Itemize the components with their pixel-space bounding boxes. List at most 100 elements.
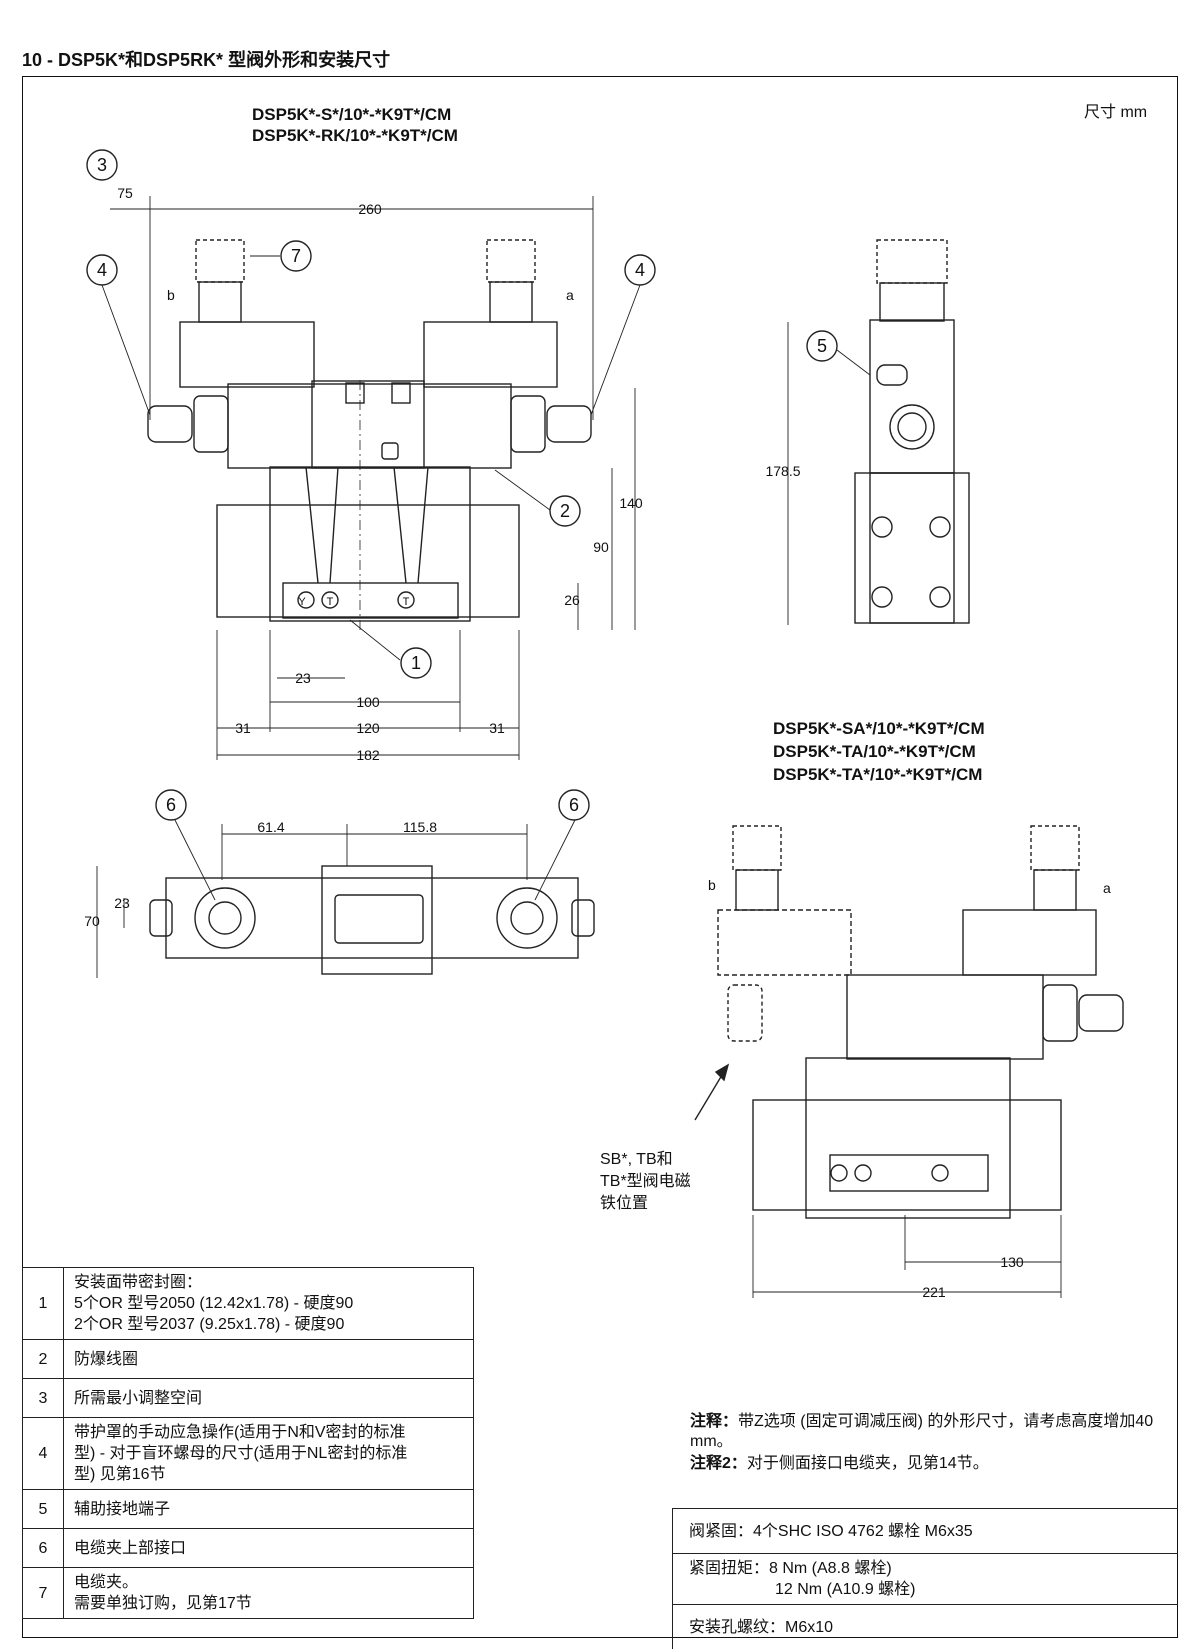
valve-body-left-block bbox=[217, 505, 519, 617]
port-t-1: T bbox=[327, 596, 334, 608]
callout-6-left: 6 bbox=[166, 795, 176, 815]
dim-26: 26 bbox=[564, 592, 580, 608]
model-top-2: DSP5K*-RK/10*-*K9T*/CM bbox=[252, 126, 458, 145]
model-top-1: DSP5K*-S*/10*-*K9T*/CM bbox=[252, 105, 451, 124]
spec-row-1: 阀紧固：4个SHC ISO 4762 螺栓 M6x35 bbox=[673, 1509, 1179, 1554]
front-view bbox=[148, 240, 591, 630]
dim-100: 100 bbox=[356, 694, 380, 710]
spec-line: 12 Nm (A10.9 螺栓) bbox=[689, 1579, 1162, 1600]
model-right-3: DSP5K*-TA*/10*-*K9T*/CM bbox=[773, 765, 982, 784]
legend-row-5: 5 辅助接地端子 bbox=[23, 1490, 474, 1529]
legend-num: 3 bbox=[23, 1379, 64, 1418]
model-right-2: DSP5K*-TA/10*-*K9T*/CM bbox=[773, 742, 976, 761]
legend-text: 安装面带密封圈： 5个OR 型号2050 (12.42x1.78) - 硬度90… bbox=[64, 1268, 474, 1340]
spec-line: 紧固扭矩：8 Nm (A8.8 螺栓) bbox=[689, 1558, 1162, 1579]
note-2-label: 注释2： bbox=[690, 1455, 747, 1472]
notes-block: 注释：带Z选项 (固定可调减压阀) 的外形尺寸，请考虑高度增加40 mm。 注释… bbox=[690, 1412, 1160, 1476]
dim-130: 130 bbox=[1000, 1254, 1024, 1270]
callout-4-left: 4 bbox=[97, 260, 107, 280]
legend-text: 电缆夹上部接口 bbox=[64, 1529, 474, 1568]
unit-note: 尺寸 mm bbox=[1084, 103, 1147, 121]
callout-4-right: 4 bbox=[635, 260, 645, 280]
solenoid-left bbox=[180, 322, 314, 387]
solenoid-right bbox=[424, 322, 557, 387]
dim-221: 221 bbox=[922, 1284, 946, 1300]
legend-line: 所需最小调整空间 bbox=[74, 1388, 463, 1409]
legend-row-6: 6 电缆夹上部接口 bbox=[23, 1529, 474, 1568]
right-view bbox=[695, 826, 1123, 1218]
note-2-text: 对于侧面接口电缆夹，见第14节。 bbox=[747, 1455, 989, 1472]
legend-line: 辅助接地端子 bbox=[74, 1499, 463, 1520]
dim-182: 182 bbox=[356, 747, 380, 763]
legend-text: 辅助接地端子 bbox=[64, 1490, 474, 1529]
solenoid-note-1: SB*, TB和 bbox=[600, 1150, 673, 1168]
dim-140: 140 bbox=[619, 495, 643, 511]
legend-line: 需要单独订购，见第17节 bbox=[74, 1593, 463, 1614]
legend-num: 5 bbox=[23, 1490, 64, 1529]
dim-75: 75 bbox=[117, 185, 133, 201]
callout-5: 5 bbox=[817, 336, 827, 356]
right-view-pilot bbox=[847, 975, 1043, 1059]
side-label-a-right: a bbox=[1103, 880, 1111, 896]
legend-num: 1 bbox=[23, 1268, 64, 1340]
dim-115-8: 115.8 bbox=[403, 819, 437, 835]
legend-row-1: 1 安装面带密封圈： 5个OR 型号2050 (12.42x1.78) - 硬度… bbox=[23, 1268, 474, 1340]
dim-31-right: 31 bbox=[489, 720, 505, 736]
port-y: Y bbox=[298, 596, 306, 608]
model-right-1: DSP5K*-SA*/10*-*K9T*/CM bbox=[773, 719, 985, 738]
callout-1: 1 bbox=[411, 653, 421, 673]
dim-70: 70 bbox=[84, 913, 100, 929]
legend-text: 所需最小调整空间 bbox=[64, 1379, 474, 1418]
callout-3: 3 bbox=[97, 155, 107, 175]
note-1-text: 带Z选项 (固定可调减压阀) 的外形尺寸，请考虑高度增加40 mm。 bbox=[690, 1413, 1153, 1450]
callout-2: 2 bbox=[560, 501, 570, 521]
legend-row-7: 7 电缆夹。 需要单独订购，见第17节 bbox=[23, 1568, 474, 1619]
legend-text: 带护罩的手动应急操作(适用于N和V密封的标准 型) - 对于盲环螺母的尺寸(适用… bbox=[64, 1418, 474, 1490]
note-1-label: 注释： bbox=[690, 1413, 738, 1430]
dim-23: 23 bbox=[295, 670, 311, 686]
callout-6-right: 6 bbox=[569, 795, 579, 815]
side-label-b: b bbox=[167, 287, 175, 303]
legend-line: 电缆夹上部接口 bbox=[74, 1538, 463, 1559]
spec-text: 紧固扭矩：8 Nm (A8.8 螺栓) 12 Nm (A10.9 螺栓) bbox=[673, 1554, 1179, 1605]
top-view bbox=[150, 866, 594, 974]
dim-23-top: 23 bbox=[114, 895, 130, 911]
legend-line: 型) 见第16节 bbox=[74, 1464, 463, 1485]
spec-text: 安装孔螺纹：M6x10 bbox=[673, 1605, 1179, 1649]
legend-num: 6 bbox=[23, 1529, 64, 1568]
solenoid-note-3: 铁位置 bbox=[600, 1194, 648, 1212]
dim-90: 90 bbox=[593, 539, 609, 555]
legend-text: 电缆夹。 需要单独订购，见第17节 bbox=[64, 1568, 474, 1619]
side-view bbox=[855, 240, 969, 623]
legend-text: 防爆线圈 bbox=[64, 1340, 474, 1379]
spec-row-3: 安装孔螺纹：M6x10 bbox=[673, 1605, 1179, 1649]
spec-text: 阀紧固：4个SHC ISO 4762 螺栓 M6x35 bbox=[673, 1509, 1179, 1554]
legend-line: 5个OR 型号2050 (12.42x1.78) - 硬度90 bbox=[74, 1293, 463, 1314]
side-label-a: a bbox=[566, 287, 574, 303]
spec-table: 阀紧固：4个SHC ISO 4762 螺栓 M6x35 紧固扭矩：8 Nm (A… bbox=[672, 1508, 1178, 1649]
callout-7: 7 bbox=[291, 246, 301, 266]
legend-num: 4 bbox=[23, 1418, 64, 1490]
legend-line: 型) - 对于盲环螺母的尺寸(适用于NL密封的标准 bbox=[74, 1443, 463, 1464]
legend-row-4: 4 带护罩的手动应急操作(适用于N和V密封的标准 型) - 对于盲环螺母的尺寸(… bbox=[23, 1418, 474, 1490]
note-2: 注释2：对于侧面接口电缆夹，见第14节。 bbox=[690, 1454, 1160, 1474]
legend-line: 带护罩的手动应急操作(适用于N和V密封的标准 bbox=[74, 1422, 463, 1443]
legend-row-3: 3 所需最小调整空间 bbox=[23, 1379, 474, 1418]
solenoid-b-dashed bbox=[718, 910, 851, 975]
solenoid-note-2: TB*型阀电磁 bbox=[600, 1172, 691, 1190]
dim-120: 120 bbox=[356, 720, 380, 736]
legend-line: 防爆线圈 bbox=[74, 1349, 463, 1370]
port-t-2: T bbox=[403, 596, 410, 608]
side-label-b-right: b bbox=[708, 877, 716, 893]
note-1: 注释：带Z选项 (固定可调减压阀) 的外形尺寸，请考虑高度增加40 mm。 bbox=[690, 1412, 1160, 1452]
legend-line: 安装面带密封圈： bbox=[74, 1272, 463, 1293]
dim-260: 260 bbox=[358, 201, 382, 217]
legend-line: 2个OR 型号2037 (9.25x1.78) - 硬度90 bbox=[74, 1314, 463, 1335]
side-pilot bbox=[870, 320, 954, 473]
pilot-body bbox=[228, 384, 511, 468]
legend-num: 7 bbox=[23, 1568, 64, 1619]
ports-plate bbox=[283, 583, 458, 618]
dim-61-4: 61.4 bbox=[257, 819, 284, 835]
dim-178-5: 178.5 bbox=[765, 463, 800, 479]
legend-num: 2 bbox=[23, 1340, 64, 1379]
